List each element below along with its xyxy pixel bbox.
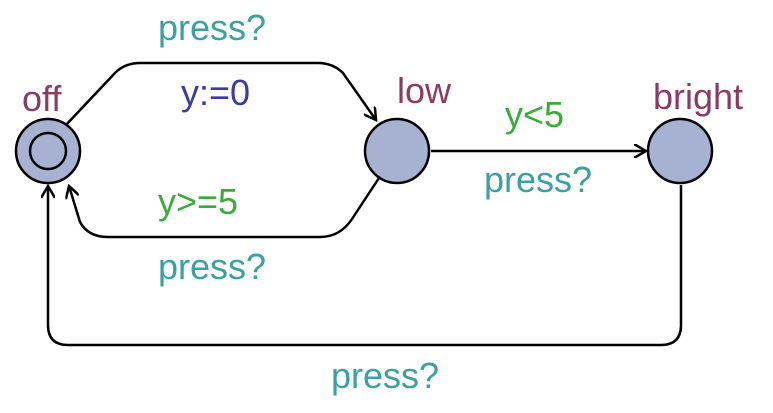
edge-off-low-assign: y:=0 [181,72,250,113]
location-label-low: low [397,70,452,111]
edge-off-low-sync: press? [158,7,266,48]
edge-low-bright-sync: press? [484,159,592,200]
location-bright[interactable] [646,117,714,185]
initial-marker [28,131,68,171]
edge-off-to-low [64,61,376,127]
edge-low-off-sync: press? [158,246,266,287]
edge-bright-off-sync: press? [331,355,439,396]
location-label-bright: bright [653,76,743,117]
edge-low-to-off [69,177,381,239]
location-low[interactable] [363,117,431,185]
location-label-off: off [22,78,62,119]
edge-low-off-guard: y>=5 [158,181,238,222]
edge-bright-to-off [48,185,683,347]
location-off[interactable] [14,117,82,185]
edge-low-bright-guard: y<5 [505,94,564,135]
